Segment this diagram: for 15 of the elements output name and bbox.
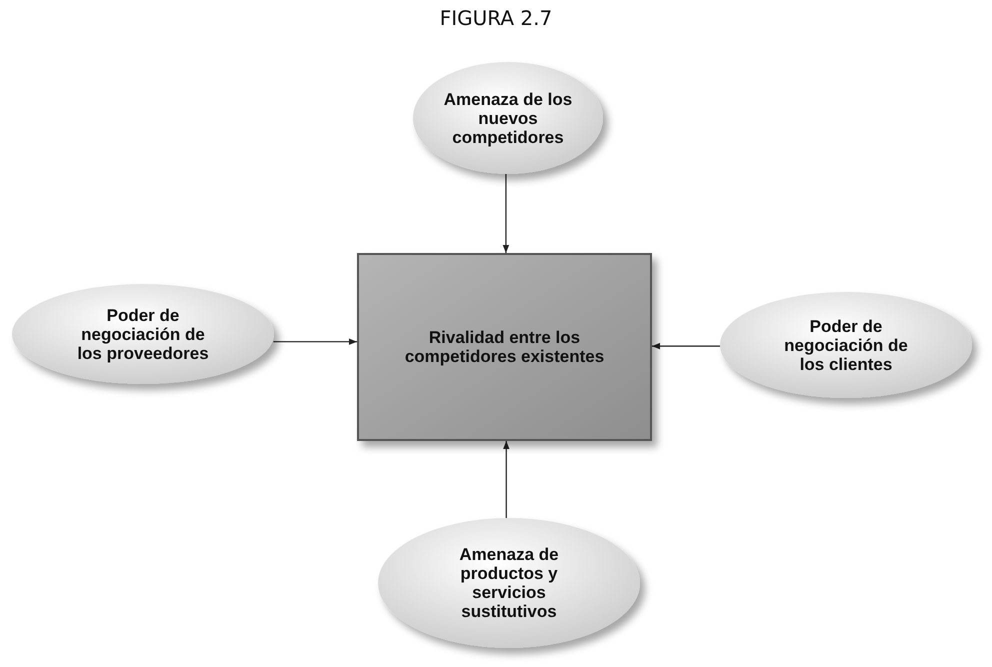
arrow [503, 441, 510, 518]
force-ellipse [378, 518, 640, 648]
node-label: Amenaza de los nuevos competidores [443, 90, 573, 146]
node-label: Amenaza de productos y servicios sustitutivos [458, 545, 560, 621]
force-ellipse [413, 62, 603, 174]
node-label: Rivalidad entre los competidores existentes [404, 328, 604, 366]
force-ellipse [12, 284, 274, 384]
process-box [357, 253, 652, 441]
arrow [502, 174, 510, 253]
arrow [273, 338, 357, 345]
arrow [652, 342, 720, 350]
node-label: Poder de negociación de los clientes [783, 316, 909, 374]
force-ellipse [720, 292, 972, 398]
node-label: Poder de negociación de los proveedores [76, 306, 210, 362]
figure-title: FIGURA 2.7 [438, 6, 554, 30]
